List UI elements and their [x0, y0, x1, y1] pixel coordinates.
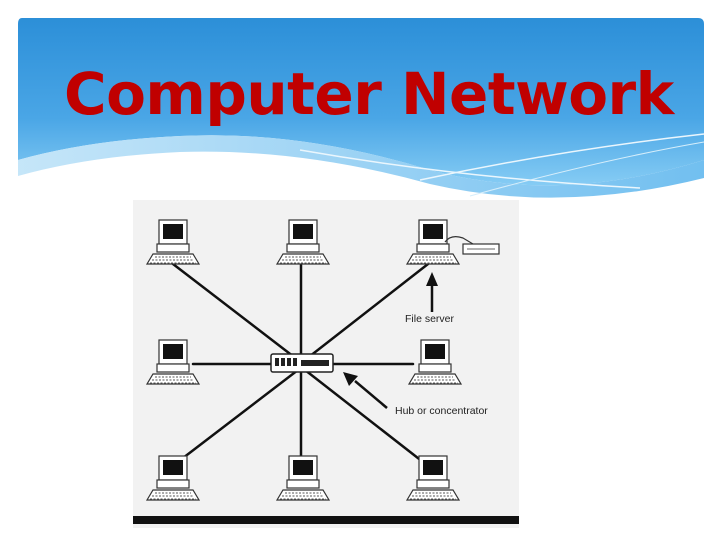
hub-arrow — [354, 380, 388, 409]
file-server-arrow-head — [426, 272, 438, 286]
diagram-bottom-border — [133, 516, 519, 524]
header-banner — [18, 18, 705, 198]
file-server-label: File server — [405, 313, 455, 325]
header-wave-line — [299, 149, 641, 189]
slide-title: Computer Network — [64, 60, 674, 128]
header-wave — [18, 135, 704, 198]
hub-label: Hub or concentrator — [395, 405, 488, 417]
cable-top-right — [303, 262, 430, 362]
header-wave-line — [419, 133, 705, 181]
cable-bottom-right — [303, 368, 425, 464]
hub-device-icon — [270, 353, 334, 373]
cable-bottom-left — [181, 368, 300, 460]
header-background — [18, 18, 704, 186]
cable-top-left — [171, 262, 300, 362]
network-diagram: File server Hub or concentrator — [133, 200, 519, 528]
file-server-icon — [406, 219, 500, 265]
header-wave-line — [469, 141, 705, 197]
hub-arrow-head — [343, 372, 358, 386]
